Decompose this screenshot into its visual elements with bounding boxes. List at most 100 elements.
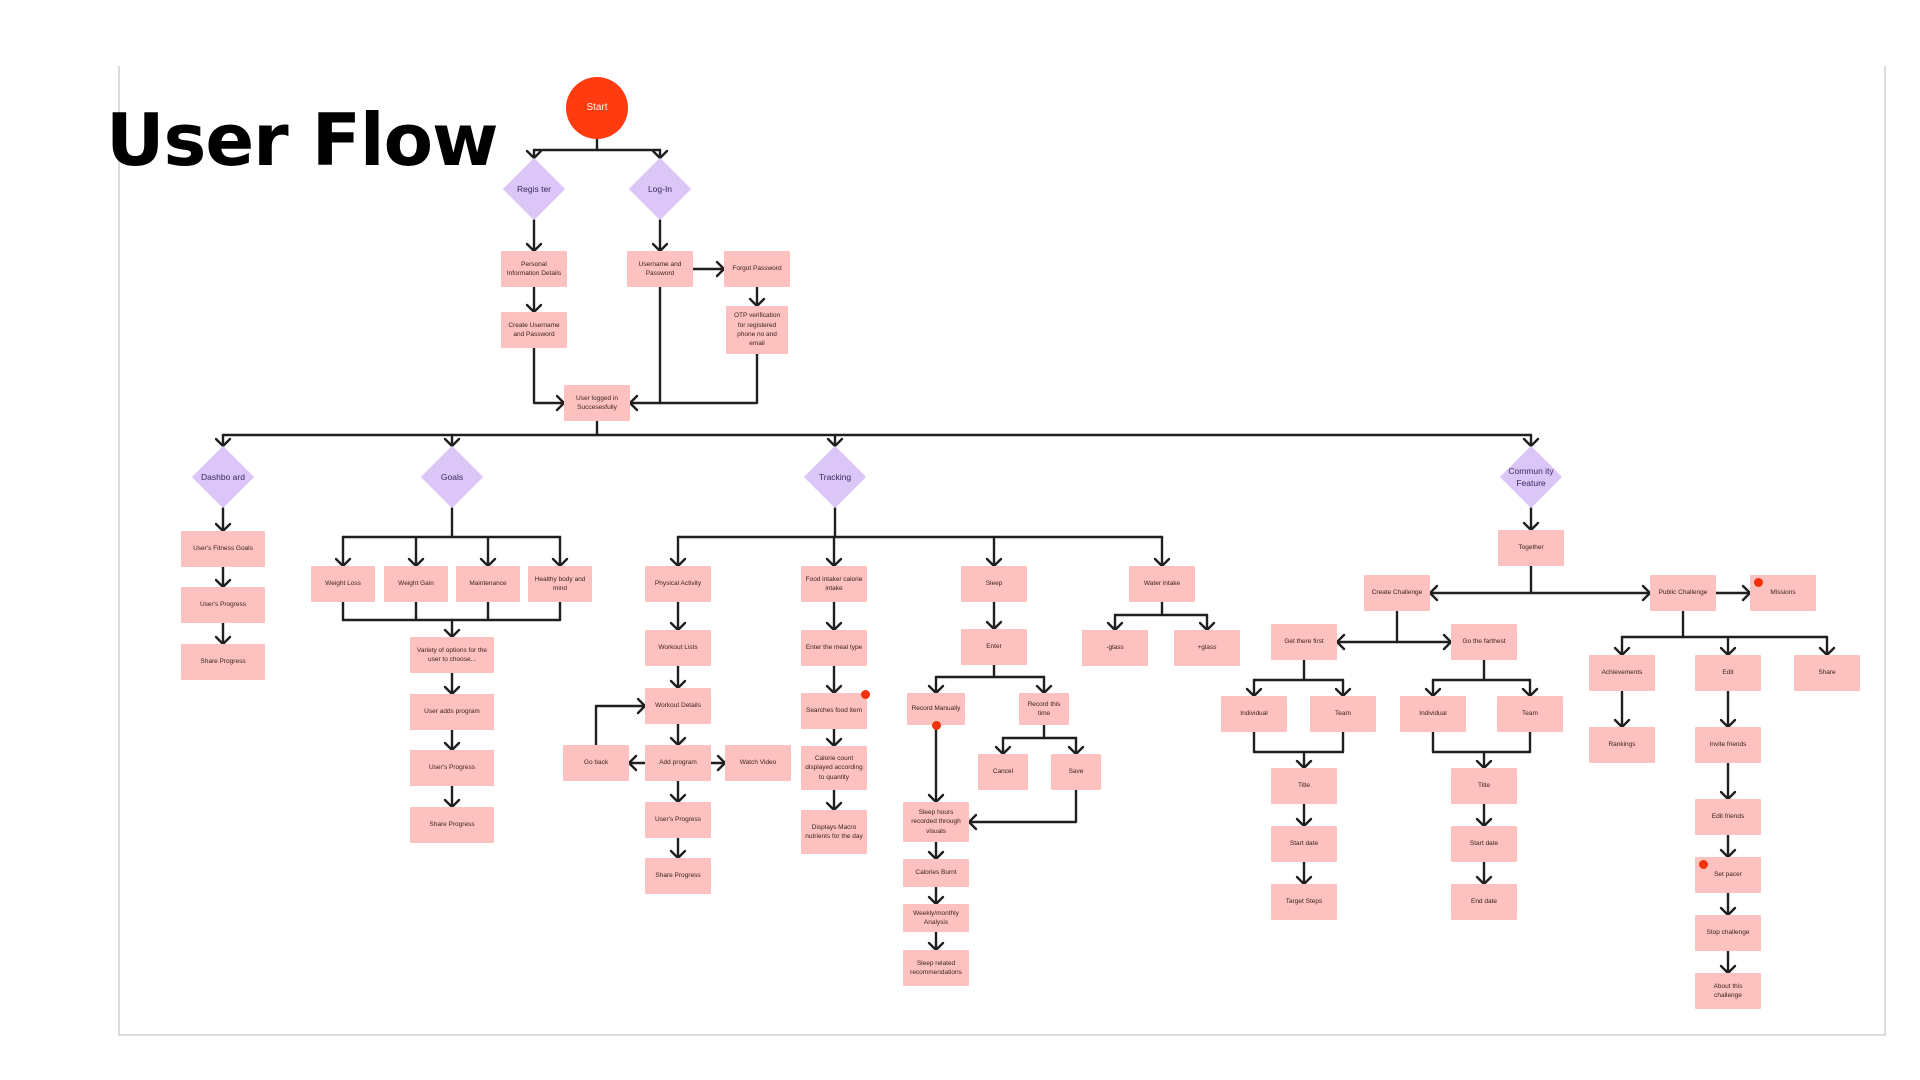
step-node-com-gf-team[interactable]: Team (1310, 696, 1376, 732)
step-node-com-missions[interactable]: Missions (1750, 575, 1816, 611)
step-node-trk-add-program[interactable]: Add program (645, 745, 711, 781)
node-label: Target Steps (1285, 898, 1323, 906)
decision-node-register[interactable]: Regis ter (503, 158, 565, 220)
step-node-trk-sleep-hours[interactable]: Sleep hours recorded through visuals (903, 802, 969, 842)
step-node-com-gf-target[interactable]: Target Steps (1271, 884, 1337, 920)
node-label: Weight Gain (398, 580, 434, 588)
step-node-goal-variety[interactable]: Variety of options for the user to choos… (410, 637, 494, 673)
step-node-goal-share[interactable]: Share Progress (410, 807, 494, 843)
step-node-com-create[interactable]: Create Challenge (1364, 575, 1430, 611)
decision-node-goals[interactable]: Goals (421, 446, 483, 508)
comment-marker-icon[interactable] (1699, 860, 1708, 869)
step-node-com-gfar-title[interactable]: Title (1451, 768, 1517, 804)
node-label: Workout Details (655, 702, 701, 710)
step-node-com-go-farthest[interactable]: Go the farthest (1451, 624, 1517, 660)
step-node-trk-search-food[interactable]: Searches food item (801, 693, 867, 729)
step-node-otp[interactable]: OTP verification for registered phone no… (726, 306, 788, 354)
step-node-com-share[interactable]: Share (1794, 655, 1860, 691)
step-node-trk-weekly[interactable]: Weekly/monthly Analysis (903, 904, 969, 932)
step-node-goal-healthy[interactable]: Healthy body and mind (528, 566, 592, 602)
step-node-trk-physical[interactable]: Physical Activity (645, 566, 711, 602)
decision-node-dashboard[interactable]: Dashbo ard (192, 446, 254, 508)
step-node-com-gf-start[interactable]: Start date (1271, 826, 1337, 862)
step-node-trk-sleep[interactable]: Sleep (961, 566, 1027, 602)
step-node-goal-weight-loss[interactable]: Weight Loss (311, 566, 375, 602)
node-label: Watch Video (739, 759, 777, 767)
comment-marker-icon[interactable] (1754, 578, 1763, 587)
step-node-trk-food[interactable]: Food intake/ calorie intake (801, 566, 867, 602)
step-node-trk-workout-lists[interactable]: Workout Lists (645, 630, 711, 666)
step-node-trk-plus-glass[interactable]: +glass (1174, 630, 1240, 666)
step-node-trk-minus-glass[interactable]: -glass (1082, 630, 1148, 666)
step-node-com-about[interactable]: About this challenge (1695, 973, 1761, 1009)
decision-node-login[interactable]: Log-In (629, 158, 691, 220)
step-node-username-password[interactable]: Username and Password (627, 251, 693, 287)
step-node-dash-fitness-goals[interactable]: User's Fitness Goals (181, 531, 265, 567)
node-label: User adds program (424, 708, 480, 716)
step-node-trk-progress[interactable]: User's Progress (645, 802, 711, 838)
step-node-trk-watch-video[interactable]: Watch Video (725, 745, 791, 781)
node-label: Maintenance (469, 580, 507, 588)
step-node-create-username[interactable]: Create Username and Password (501, 312, 567, 348)
node-label: Personal Information Details (506, 260, 562, 277)
step-node-com-edit[interactable]: Edit (1695, 655, 1761, 691)
node-label: Share Progress (655, 872, 701, 880)
step-node-com-stop[interactable]: Stop challenge (1695, 915, 1761, 951)
step-node-com-gfar-start[interactable]: Start date (1451, 826, 1517, 862)
node-label: About this challenge (1713, 982, 1743, 999)
node-label: Calories Burnt (915, 869, 957, 877)
step-node-logged-in[interactable]: User logged in Succesesfully (564, 385, 630, 421)
node-label: Team (1335, 710, 1351, 718)
node-label: Share Progress (429, 821, 475, 829)
node-label: User's Progress (654, 816, 702, 824)
decision-node-community[interactable]: Commun ity Feature (1500, 446, 1562, 508)
step-node-personal-info[interactable]: Personal Information Details (501, 251, 567, 287)
step-node-goal-adds-program[interactable]: User adds program (410, 694, 494, 730)
step-node-dash-share[interactable]: Share Progress (181, 644, 265, 680)
comment-marker-icon[interactable] (931, 721, 941, 730)
step-node-goal-weight-gain[interactable]: Weight Gain (384, 566, 448, 602)
step-node-trk-water[interactable]: Water intake (1129, 566, 1195, 602)
step-node-com-get-first[interactable]: Get there first (1271, 624, 1337, 660)
node-label: Sleep (985, 580, 1003, 588)
node-label: Displays Macro nutrients for the day (805, 823, 863, 840)
step-node-dash-progress[interactable]: User's Progress (181, 587, 265, 623)
step-node-com-gf-title[interactable]: Title (1271, 768, 1337, 804)
step-node-trk-save[interactable]: Save (1051, 754, 1101, 790)
step-node-trk-share[interactable]: Share Progress (645, 858, 711, 894)
decision-node-tracking[interactable]: Tracking (804, 446, 866, 508)
step-node-trk-calorie-count[interactable]: Calorie count displayed according to qua… (801, 746, 867, 790)
step-node-com-gfar-end[interactable]: End date (1451, 884, 1517, 920)
step-node-trk-calories-burnt[interactable]: Calories Burnt (903, 859, 969, 887)
comment-marker-icon[interactable] (861, 690, 870, 699)
node-label: Calorie count displayed according to qua… (805, 754, 863, 781)
step-node-trk-enter[interactable]: Enter (961, 629, 1027, 665)
step-node-com-rankings[interactable]: Rankings (1589, 727, 1655, 763)
step-node-trk-macros[interactable]: Displays Macro nutrients for the day (801, 810, 867, 854)
node-label: Title (1297, 782, 1311, 790)
step-node-trk-meal-type[interactable]: Enter the meal type (801, 630, 867, 666)
step-node-goal-maintenance[interactable]: Maintenance (456, 566, 520, 602)
node-label: Set pacer (1714, 871, 1742, 879)
step-node-goal-progress[interactable]: User's Progress (410, 750, 494, 786)
node-label: Record this time (1027, 700, 1061, 717)
step-node-trk-go-back[interactable]: Go back (563, 745, 629, 781)
step-node-com-gfar-team[interactable]: Team (1497, 696, 1563, 732)
step-node-com-gf-individual[interactable]: Individual (1221, 696, 1287, 732)
node-label: Log-In (647, 183, 673, 194)
step-node-trk-workout-details[interactable]: Workout Details (645, 688, 711, 724)
start-node[interactable]: Start (566, 77, 628, 139)
step-node-trk-sleep-recs[interactable]: Sleep related recommendations (903, 950, 969, 986)
step-node-com-achievements[interactable]: Achievements (1589, 655, 1655, 691)
node-label: User's Progress (428, 764, 476, 772)
step-node-trk-record-time[interactable]: Record this time (1019, 693, 1069, 725)
step-node-com-edit-friends[interactable]: Edit friends (1695, 799, 1761, 835)
step-node-com-invite[interactable]: Invite friends (1695, 727, 1761, 763)
step-node-trk-cancel[interactable]: Cancel (978, 754, 1028, 790)
node-label: Title (1477, 782, 1491, 790)
step-node-com-public[interactable]: Public Challenge (1650, 575, 1716, 611)
step-node-com-together[interactable]: Together (1498, 530, 1564, 566)
step-node-com-gfar-individual[interactable]: Individual (1400, 696, 1466, 732)
step-node-forgot-password[interactable]: Forgot Password (724, 251, 790, 287)
step-node-trk-record-manually[interactable]: Record Manually (907, 693, 965, 725)
